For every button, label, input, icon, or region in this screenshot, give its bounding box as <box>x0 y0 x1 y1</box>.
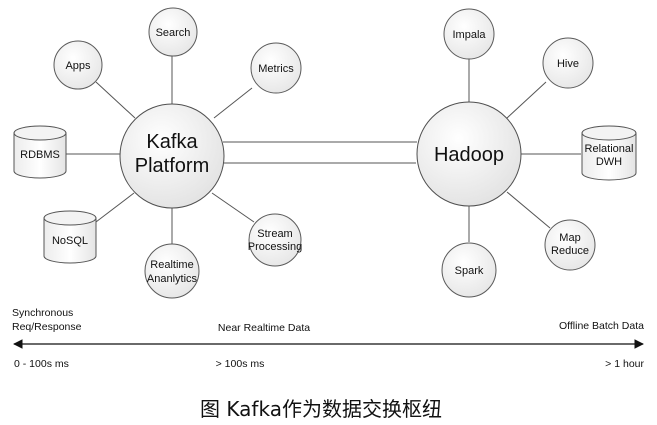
kafka-platform-hub: Kafka Platform <box>119 103 225 209</box>
axis-label-gt-1hour: > 1 hour <box>605 358 644 370</box>
node-mapreduce-label-line1: Map <box>559 232 580 244</box>
rdbms-cylinder-top <box>13 125 67 141</box>
edge-kafka-nosql <box>91 192 135 226</box>
node-realtime-label-line1: Realtime <box>150 259 193 271</box>
hadoop-hub: Hadoop <box>416 101 522 207</box>
relational-cylinder-body <box>581 132 637 181</box>
node-spark: Spark <box>441 242 497 298</box>
node-search-circle <box>148 7 198 57</box>
nosql-cylinder-body <box>43 217 97 264</box>
node-search: Search <box>148 7 198 57</box>
kafka-hub-label-line1: Kafka <box>146 131 198 153</box>
store-relational-dwh: Relational DWH <box>581 125 637 181</box>
node-realtime-circle <box>144 243 200 299</box>
edge-kafka-stream <box>211 192 255 223</box>
node-stream-label-line1: Stream <box>257 228 292 240</box>
axis-label-synchronous: Synchronous <box>12 307 73 319</box>
node-realtime-label-line2: Ananlytics <box>147 273 198 285</box>
edge-kafka-metrics <box>213 87 253 119</box>
node-search-label: Search <box>156 27 191 39</box>
nosql-cylinder-top <box>43 210 97 226</box>
node-impala-label: Impala <box>452 29 486 41</box>
node-spark-label: Spark <box>455 265 484 277</box>
node-metrics: Metrics <box>250 42 302 94</box>
hadoop-edges <box>468 58 581 242</box>
edge-hadoop-mapreduce <box>506 191 551 229</box>
node-spark-circle <box>441 242 497 298</box>
kafka-hub-label-line2: Platform <box>135 155 209 177</box>
nosql-label: NoSQL <box>52 235 88 247</box>
node-metrics-circle <box>250 42 302 94</box>
node-stream-label-line2: Processing <box>248 241 302 253</box>
relational-label-line1: Relational <box>585 143 634 155</box>
node-hive: Hive <box>542 37 594 89</box>
node-hive-circle <box>542 37 594 89</box>
axis-label-req-response: Req/Response <box>12 321 82 333</box>
axis-label-near-realtime: Near Realtime Data <box>218 322 310 334</box>
rdbms-cylinder-body <box>13 132 67 179</box>
node-apps: Apps <box>53 40 103 90</box>
edge-hadoop-hive <box>506 81 547 119</box>
node-apps-circle <box>53 40 103 90</box>
node-stream-processing: Stream Processing <box>248 213 302 267</box>
rdbms-label: RDBMS <box>20 149 60 161</box>
node-mapreduce-circle <box>544 219 596 271</box>
axis-label-0-100ms: 0 - 100s ms <box>14 358 69 370</box>
node-apps-label: Apps <box>65 60 91 72</box>
kafka-hub-circle <box>119 103 225 209</box>
hadoop-hub-label: Hadoop <box>434 144 504 166</box>
kafka-hadoop-link <box>223 141 417 164</box>
store-rdbms: RDBMS <box>13 125 67 179</box>
hadoop-hub-circle <box>416 101 522 207</box>
axis-label-offline-batch: Offline Batch Data <box>559 320 644 332</box>
kafka-edges <box>66 55 255 244</box>
node-map-reduce: Map Reduce <box>544 219 596 271</box>
node-impala-circle <box>443 8 495 60</box>
node-metrics-label: Metrics <box>258 63 294 75</box>
edge-kafka-apps <box>95 81 136 119</box>
axis-label-gt-100ms: > 100s ms <box>216 358 265 370</box>
node-impala: Impala <box>443 8 495 60</box>
node-hive-label: Hive <box>557 58 579 70</box>
node-stream-circle <box>248 213 302 267</box>
latency-axis: Synchronous Req/Response Near Realtime D… <box>12 307 644 370</box>
node-realtime-analytics: Realtime Ananlytics <box>144 243 200 299</box>
figure-caption: 图 Kafka作为数据交换枢纽 <box>200 397 442 421</box>
relational-cylinder-top <box>581 125 637 141</box>
relational-label-line2: DWH <box>596 156 622 168</box>
store-nosql: NoSQL <box>43 210 97 264</box>
node-mapreduce-label-line2: Reduce <box>551 245 589 257</box>
